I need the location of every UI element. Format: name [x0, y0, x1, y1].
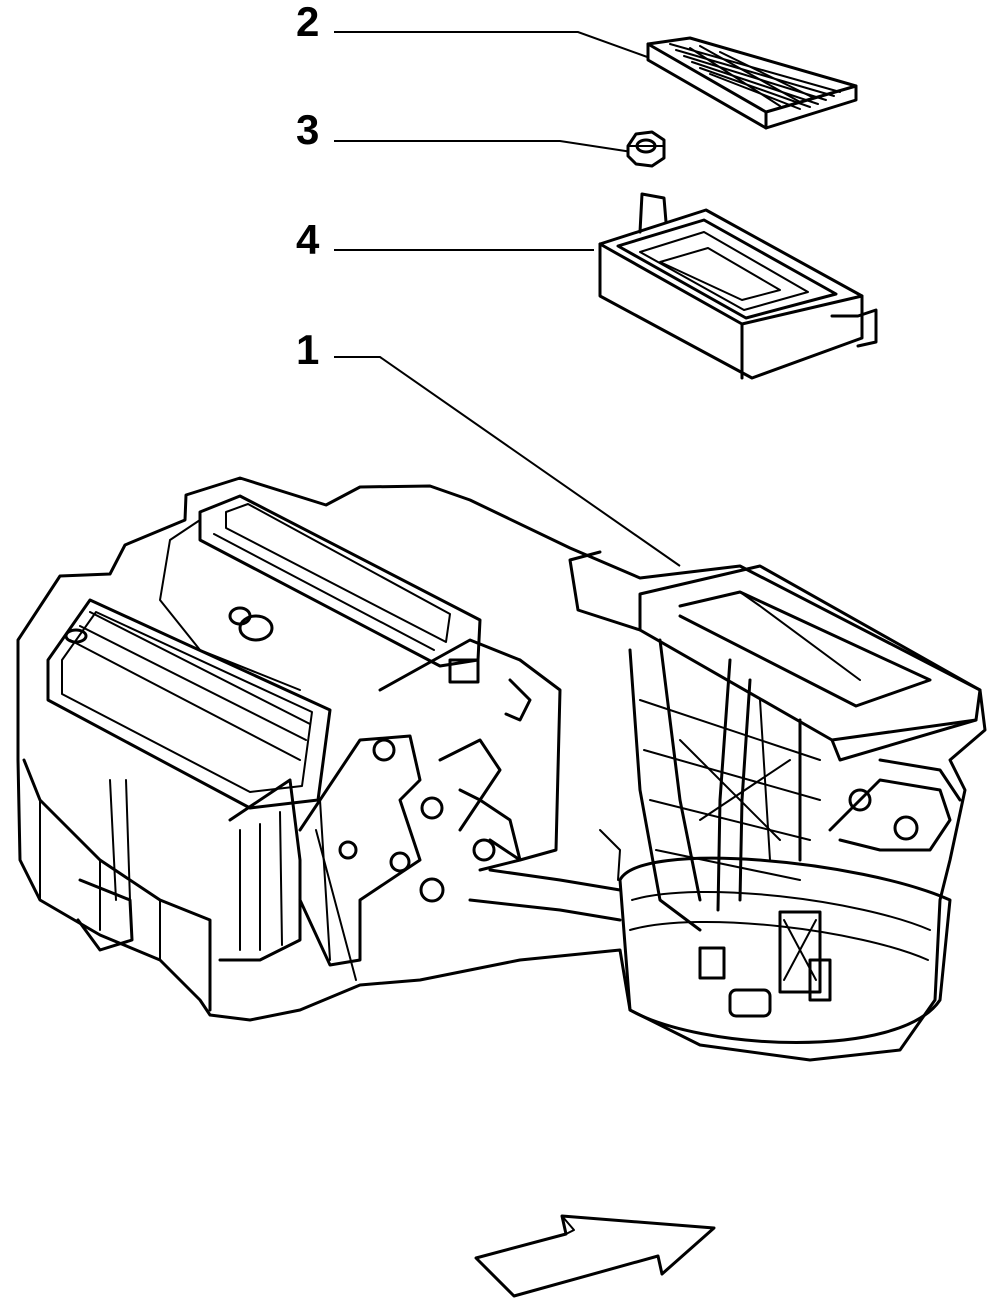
callout-1: 1 [296, 326, 681, 567]
blower-motor [618, 856, 952, 1044]
cabin-filter-part [646, 36, 858, 130]
leader-line-1 [334, 356, 681, 567]
callout-4: 4 [296, 216, 594, 263]
callout-number-4: 4 [296, 216, 320, 263]
heater-ventilation-unit [16, 476, 987, 1062]
callout-2: 2 [296, 0, 651, 59]
direction-arrow-icon [474, 1214, 716, 1298]
blower-grille [628, 638, 821, 932]
callout-number-1: 1 [296, 326, 319, 373]
leader-line-2 [334, 31, 651, 59]
leader-line-3 [334, 140, 633, 153]
nut-part [626, 130, 666, 168]
callout-3: 3 [296, 106, 633, 153]
callout-number-2: 2 [296, 0, 319, 45]
callout-number-3: 3 [296, 106, 319, 153]
filter-cover-part [598, 192, 878, 380]
